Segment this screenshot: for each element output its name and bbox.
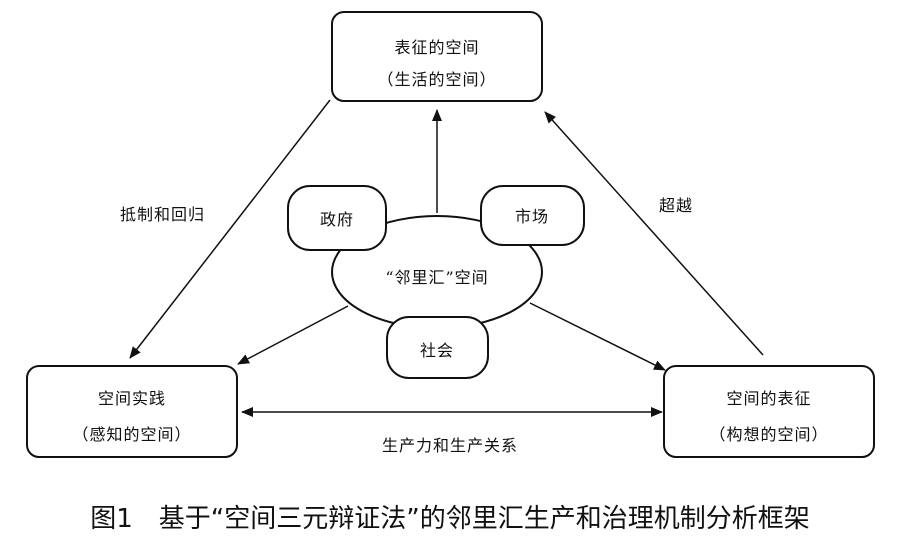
top-node-line2: （生活的空间） [377, 70, 497, 89]
market-box [480, 185, 585, 246]
right-node-line1: 空间的表征 [726, 389, 812, 408]
edge-center-to-right [529, 302, 666, 371]
edge-right-to-top [544, 111, 764, 356]
left-node-line1: 空间实践 [97, 389, 167, 408]
right-node-line2: （构想的空间） [709, 425, 829, 444]
figure-caption-text: 基于“空间三元辩证法”的邻里汇生产和治理机制分析框架 [158, 504, 810, 534]
top-node-box [331, 11, 543, 102]
edge-top-to-left [129, 99, 331, 359]
society-box [386, 316, 489, 379]
right-node-box [663, 365, 875, 458]
left-node-box [26, 365, 238, 458]
edge-label-right-to-top: 超越 [659, 196, 694, 215]
edge-label-left-right: 生产力和生产关系 [381, 436, 519, 455]
edge-label-top-to-left: 抵制和回归 [120, 205, 206, 224]
government-box [287, 185, 387, 251]
market-label: 市场 [514, 207, 550, 226]
society-label: 社会 [419, 341, 455, 360]
left-node-line2: （感知的空间） [72, 425, 192, 444]
figure-number: 图1 [90, 504, 133, 534]
government-label: 政府 [319, 210, 355, 229]
edge-center-to-left [237, 305, 349, 365]
figure-caption: 图1 基于“空间三元辩证法”的邻里汇生产和治理机制分析框架 [0, 498, 900, 535]
top-node-line1: 表征的空间 [394, 38, 480, 57]
center-node-label: “邻里汇”空间 [385, 268, 489, 287]
